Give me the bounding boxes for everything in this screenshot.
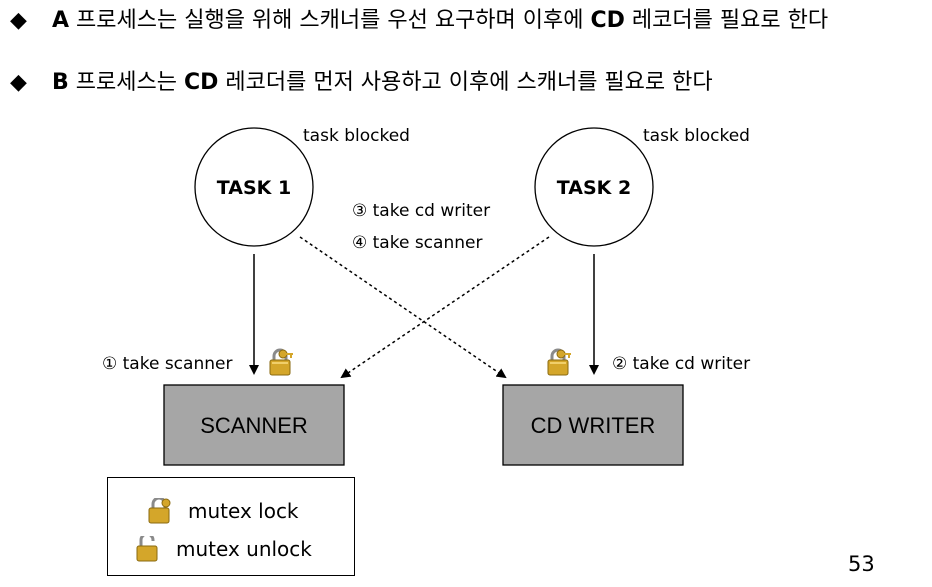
legend-box: mutex lock mutex unlock — [107, 477, 355, 576]
bullet-1-text-b: 레코더를 필요로 한다 — [624, 8, 829, 33]
cd-writer-label: CD WRITER — [531, 413, 656, 438]
task1-circle — [194, 127, 314, 247]
cdwriter-locked-padlock-icon — [546, 348, 572, 377]
step4-label: ④ take scanner — [352, 233, 482, 253]
bullet-text-2: B 프로세스는 CD 레코더를 먼저 사용하고 이후에 스캐너를 필요로 한다 — [52, 68, 922, 98]
task2-circle — [534, 127, 654, 247]
bullet-2-text-a: 프로세스는 — [68, 70, 184, 95]
scanner-label: SCANNER — [200, 413, 308, 438]
task1-status: task blocked — [303, 126, 410, 146]
scanner-box — [163, 384, 345, 466]
task2-label: TASK 2 — [557, 177, 631, 199]
step2-label: ② take cd writer — [612, 354, 750, 374]
legend-lock-label: mutex lock — [188, 499, 299, 523]
task1-label: TASK 1 — [217, 177, 291, 199]
page-number: 53 — [848, 552, 875, 576]
arrow-task2-scanner-dashed — [340, 236, 550, 379]
bullet-1-bold-start: A — [52, 8, 70, 33]
bullet-text-1: A 프로세스는 실행을 위해 스캐너를 우선 요구하며 이후에 CD 레코더를 … — [52, 6, 922, 36]
bullet-2-bold-start: B — [52, 70, 69, 95]
locked-padlock-icon — [148, 498, 171, 524]
legend-row-unlock: mutex unlock — [136, 536, 312, 562]
legend-unlock-label: mutex unlock — [176, 537, 312, 561]
arrow-task1-cdwriter-dashed — [299, 236, 507, 379]
bullet-2-text-b: 레코더를 먼저 사용하고 이후에 스캐너를 필요로 한다 — [218, 70, 713, 95]
step3-label: ③ take cd writer — [352, 201, 490, 221]
bullet-1-bold-mid: CD — [590, 8, 625, 33]
scanner-locked-padlock-icon — [268, 348, 294, 377]
bullet-marker-1: ◆ — [10, 8, 27, 33]
legend-row-lock: mutex lock — [148, 498, 299, 524]
step1-label: ① take scanner — [102, 354, 232, 374]
bullet-2-bold-mid: CD — [183, 70, 219, 95]
cd-writer-box — [502, 384, 684, 466]
bullet-marker-2: ◆ — [10, 70, 27, 95]
bullet-1-text-a: 프로세스는 실행을 위해 스캐너를 우선 요구하며 이후에 — [69, 8, 591, 33]
unlocked-padlock-icon — [136, 536, 158, 562]
task2-status: task blocked — [643, 126, 750, 146]
